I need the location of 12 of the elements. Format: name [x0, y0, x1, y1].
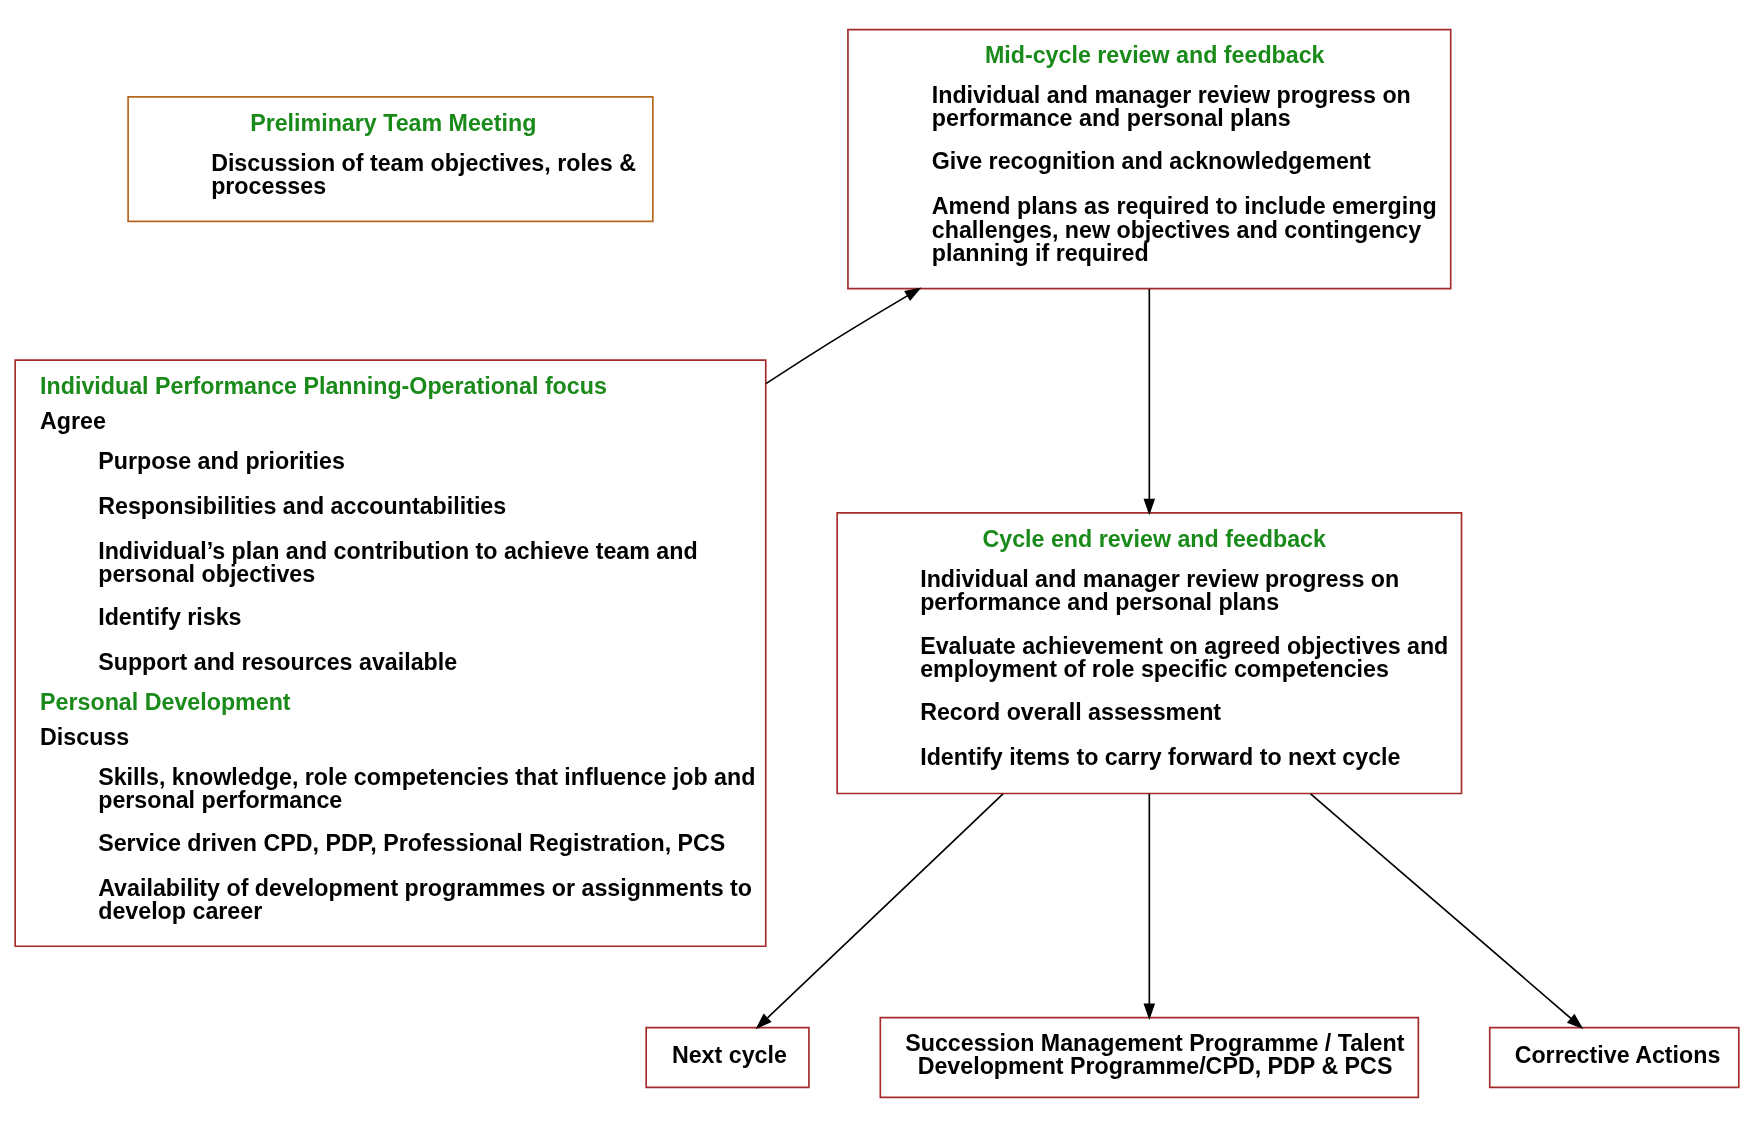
arrow	[1309, 792, 1584, 1029]
node-box: Mid-cycle review and feedback Individual and manager review progress on performance and personal plans Give recognition and acknowledgement Amend plans as required to include emerging challenges, new objectives and contingency planning if required	[847, 28, 1452, 289]
arrow	[765, 287, 922, 384]
arrow	[1143, 792, 1156, 1020]
node-box: Preliminary Team Meeting Discussion of team objectives, roles & processes	[127, 95, 654, 222]
node-box: Next cycle	[645, 1026, 810, 1088]
node-box: Succession Management Programme / Talent Development Programme/CPD, PDP & PCS	[879, 1016, 1420, 1098]
node-box: Corrective Actions	[1488, 1026, 1740, 1088]
node-box: Individual Performance Planning-Operational focus Agree Purpose and priorities Responsibilities and accountabilities Individual’s plan and contribution to achieve team and personal objectives Identify risks Support and resources available Personal Development Discuss Skills, knowledge, role competencies that influence job and personal performance Service driven CPD, PDP, Professional Registration, PCS Availability of development programmes or assignments to develop career	[14, 358, 767, 947]
node-box: Cycle end review and feedback Individual and manager review progress on performance and personal plans Evaluate achievement on agreed objectives and employment of role specific competencies Record overall assessment Identify items to carry forward to next cycle	[836, 511, 1463, 794]
arrow	[1143, 287, 1156, 515]
arrow	[755, 792, 1004, 1029]
